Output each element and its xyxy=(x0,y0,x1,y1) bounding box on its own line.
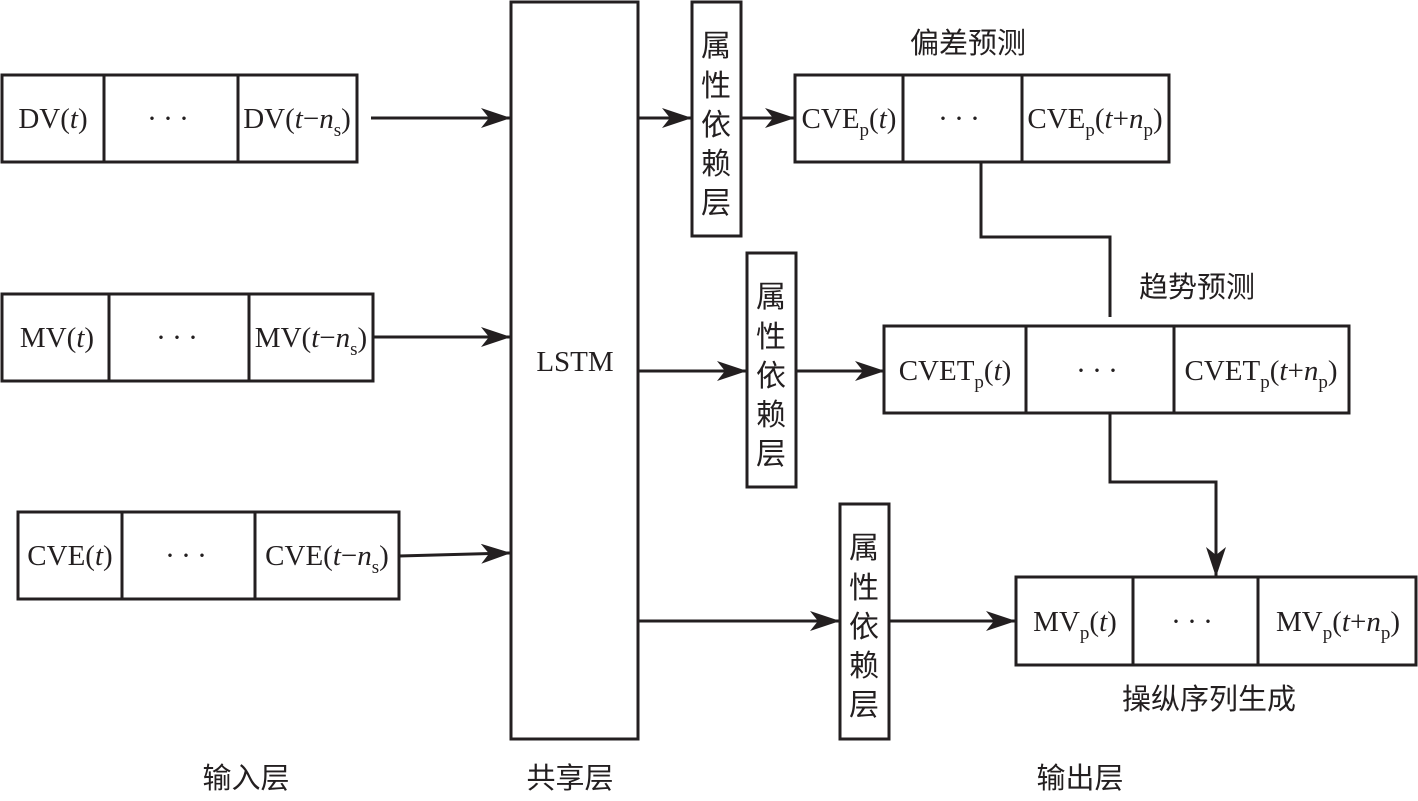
attention-char: 性 xyxy=(701,69,731,104)
lstm-label: LSTM xyxy=(536,346,613,378)
attribute-dependency-layer-1: 属 性 依 赖 层 xyxy=(690,0,743,238)
cell-last: CVEp(t+np) xyxy=(1027,103,1162,141)
attention-char: 属 xyxy=(756,280,786,315)
attribute-dependency-layer-3: 属 性 依 赖 层 xyxy=(838,502,891,741)
attention-char: 依 xyxy=(849,610,879,645)
cell-ellipsis: ··· xyxy=(165,539,213,572)
lstm-block: LSTM xyxy=(509,0,640,741)
trend-prediction-title: 趋势预测 xyxy=(1139,270,1255,304)
output-layer-label: 输出层 xyxy=(1036,761,1123,795)
cell-first: DV(t) xyxy=(18,103,87,135)
deviation-prediction-title: 偏差预测 xyxy=(910,26,1026,60)
cell-first: CVEp(t) xyxy=(802,103,897,141)
sequence-frame xyxy=(793,73,1171,164)
attention-char: 赖 xyxy=(701,147,731,182)
output-sequence-manipulation: MVp(t) ··· MVp(t+np) xyxy=(1014,575,1418,667)
manipulation-sequence-title: 操纵序列生成 xyxy=(1122,682,1296,716)
attention-char: 赖 xyxy=(756,398,786,433)
input-sequence-dv: DV(t) ··· DV(t−ns) xyxy=(0,73,359,164)
attention-char: 性 xyxy=(756,320,786,355)
attention-char: 层 xyxy=(701,186,731,221)
attention-char: 依 xyxy=(756,359,786,394)
attention-frame xyxy=(745,251,798,489)
attention-char: 属 xyxy=(849,531,879,566)
cell-first: MVp(t) xyxy=(1033,606,1117,644)
attribute-dependency-layer-2: 属 性 依 赖 层 xyxy=(745,251,798,489)
cell-ellipsis: ··· xyxy=(156,321,204,354)
attention-char: 层 xyxy=(756,437,786,472)
cell-ellipsis: ··· xyxy=(1076,354,1124,387)
output-sequence-deviation: CVEp(t) ··· CVEp(t+np) xyxy=(793,73,1171,164)
connector-deviation-to-trend xyxy=(979,162,1112,317)
arrow-trend-to-manipulation xyxy=(1108,413,1226,577)
attention-char: 层 xyxy=(849,688,879,723)
cell-last: MVp(t+np) xyxy=(1276,606,1400,644)
input-sequence-mv: MV(t) ··· MV(t−ns) xyxy=(0,292,375,383)
sequence-frame xyxy=(1014,575,1418,667)
attention-char: 性 xyxy=(849,571,879,606)
output-sequence-trend: CVETp(t) ··· CVETp(t+np) xyxy=(882,324,1351,415)
attention-char: 属 xyxy=(701,29,731,64)
cell-last: CVETp(t+np) xyxy=(1185,355,1338,393)
cell-ellipsis: ··· xyxy=(1171,605,1219,638)
sequence-frame xyxy=(0,292,375,383)
sequence-frame xyxy=(882,324,1351,415)
cell-last: DV(t−ns) xyxy=(243,103,351,141)
attention-frame xyxy=(690,0,743,238)
cell-first: CVETp(t) xyxy=(899,355,1012,393)
lstm-frame xyxy=(509,0,640,741)
sequence-frame xyxy=(0,73,359,164)
attention-char: 赖 xyxy=(849,649,879,684)
attention-char: 依 xyxy=(701,108,731,143)
cell-ellipsis: ··· xyxy=(147,102,195,135)
cell-first: CVE(t) xyxy=(27,540,112,572)
input-layer-label: 输入层 xyxy=(202,761,289,795)
cell-ellipsis: ··· xyxy=(938,102,986,135)
arrow-cve-to-lstm xyxy=(398,543,511,564)
cell-last: CVE(t−ns) xyxy=(265,540,389,578)
shared-layer-label: 共享层 xyxy=(526,761,613,795)
input-sequence-cve: CVE(t) ··· CVE(t−ns) xyxy=(16,510,401,601)
cell-first: MV(t) xyxy=(20,322,94,354)
cell-last: MV(t−ns) xyxy=(255,322,367,360)
